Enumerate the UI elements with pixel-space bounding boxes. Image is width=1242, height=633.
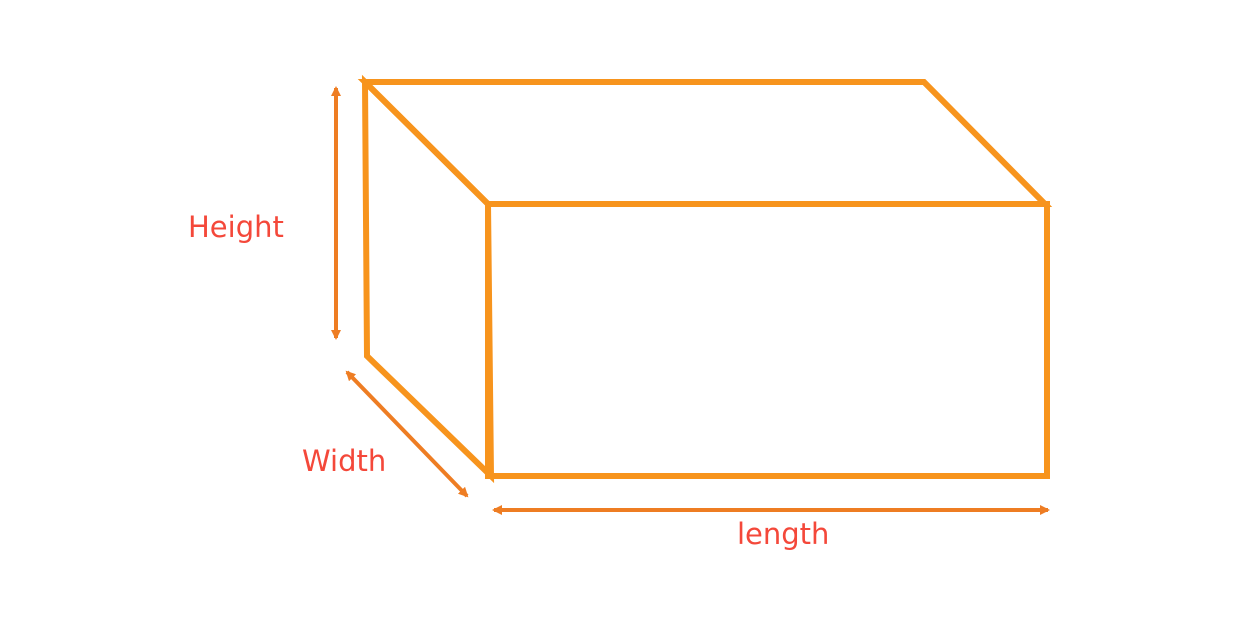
box-side-face <box>361 74 495 484</box>
width-arrow <box>345 370 469 498</box>
length-label: length <box>737 517 830 551</box>
height-label: Height <box>188 210 284 244</box>
width-label: Width <box>302 444 387 478</box>
box-front-face <box>485 201 1050 479</box>
